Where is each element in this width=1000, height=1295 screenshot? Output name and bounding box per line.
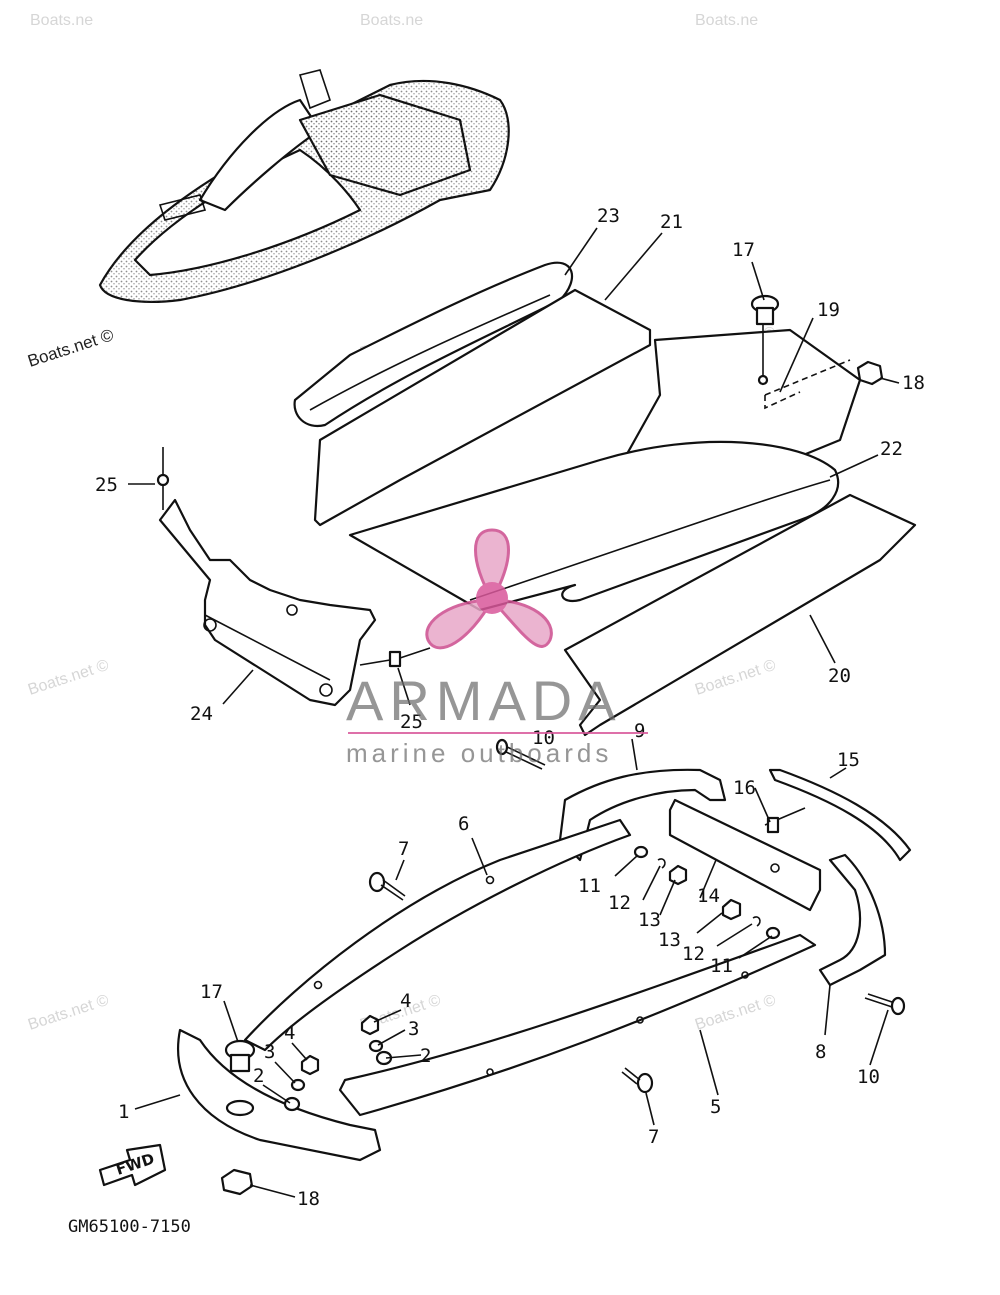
reference-code: GM65100-7150: [68, 1217, 191, 1237]
callout-25-top: 25: [95, 474, 118, 496]
callout-18-top: 18: [902, 372, 925, 394]
watermark-mark-3: Boats.net ©: [26, 657, 111, 699]
part-14-rail: [668, 798, 822, 912]
part-16-rivet: [764, 807, 806, 834]
part-7-bolt-right: [621, 1067, 654, 1094]
watermark-mark-5: Boats.net ©: [26, 992, 111, 1034]
brand-tagline: marine outboards: [346, 738, 612, 768]
callout-3-left: 3: [264, 1041, 275, 1063]
part-17-grommet-top: [750, 294, 780, 386]
callout-15: 15: [837, 749, 860, 771]
callout-22: 22: [880, 438, 903, 460]
callout-24: 24: [190, 703, 213, 725]
callout-7-lower: 7: [648, 1126, 659, 1148]
watermark-edge-3: Boats.ne: [695, 12, 758, 29]
part-25-rivet-top: [156, 447, 170, 510]
part-7-bolt-left: [368, 871, 406, 901]
watermark-mark-7: Boats.net ©: [693, 992, 778, 1034]
part-10-bolt-top: [495, 738, 546, 770]
part-17-grommet-lower: [224, 1039, 256, 1073]
callout-19: 19: [817, 299, 840, 321]
callout-23: 23: [597, 205, 620, 227]
part-9-bracket: [558, 768, 727, 862]
part-21-mat: [313, 288, 652, 527]
watermark-mark-dark: Boats.net ©: [25, 325, 116, 371]
callout-16: 16: [733, 777, 756, 799]
callout-25-mid: 25: [400, 711, 423, 733]
callout-8: 8: [815, 1041, 826, 1063]
propeller-icon: [425, 528, 553, 650]
watercraft-illustration: [98, 69, 510, 303]
callout-10-lower: 10: [857, 1066, 880, 1088]
part-20-mat: [563, 493, 917, 737]
brand-name: ARMADA: [346, 669, 622, 732]
armada-logo: ARMADA marine outboards: [346, 528, 648, 768]
part-hardware-upper: [633, 845, 688, 886]
part-6-rail: [243, 818, 632, 1052]
part-2-3-4-hardware: [283, 1014, 393, 1112]
callout-12-top: 12: [608, 892, 631, 914]
callout-4-left: 4: [284, 1022, 295, 1044]
part-10-bolt-lower: [864, 993, 906, 1016]
callout-labels: 23 21 17 19 18 22 25 20 24 25 10 9 15 16…: [95, 205, 925, 1210]
callout-11-top: 11: [578, 875, 601, 897]
part-18-nut-lower: [220, 1168, 254, 1196]
callout-14: 14: [697, 885, 720, 907]
callout-13-lower: 13: [658, 929, 681, 951]
callout-1: 1: [118, 1101, 129, 1123]
callout-12-lower: 12: [682, 943, 705, 965]
callout-17-lower: 17: [200, 981, 223, 1003]
part-1-bumper: [177, 1028, 382, 1162]
part-25-rivet-mid: [359, 647, 431, 668]
callout-13-top: 13: [638, 909, 661, 931]
callout-17-top: 17: [732, 239, 755, 261]
callout-11-lower: 11: [710, 955, 733, 977]
callout-6: 6: [458, 813, 469, 835]
callout-9: 9: [634, 720, 645, 742]
leader-lines: [128, 227, 900, 1198]
watermark-edge-1: Boats.ne: [30, 12, 93, 29]
part-15-strip: [768, 768, 912, 862]
callout-7-top: 7: [398, 838, 409, 860]
part-24-bracket: [158, 498, 377, 707]
part-18-nut-top: [856, 360, 884, 386]
watermark-edge-2: Boats.ne: [360, 12, 423, 29]
part-hardware-lower: [721, 898, 781, 940]
callout-5: 5: [710, 1096, 721, 1118]
callout-2-left: 2: [253, 1065, 264, 1087]
callout-3-right: 3: [408, 1018, 419, 1040]
callout-20: 20: [828, 665, 851, 687]
callout-18-lower: 18: [297, 1188, 320, 1210]
callout-2-right: 2: [420, 1045, 431, 1067]
part-8-bumper: [818, 853, 887, 987]
fwd-arrow: FWD: [98, 1143, 167, 1187]
callout-21: 21: [660, 211, 683, 233]
part-22-mat: [348, 440, 840, 612]
callout-4-right: 4: [400, 990, 411, 1012]
